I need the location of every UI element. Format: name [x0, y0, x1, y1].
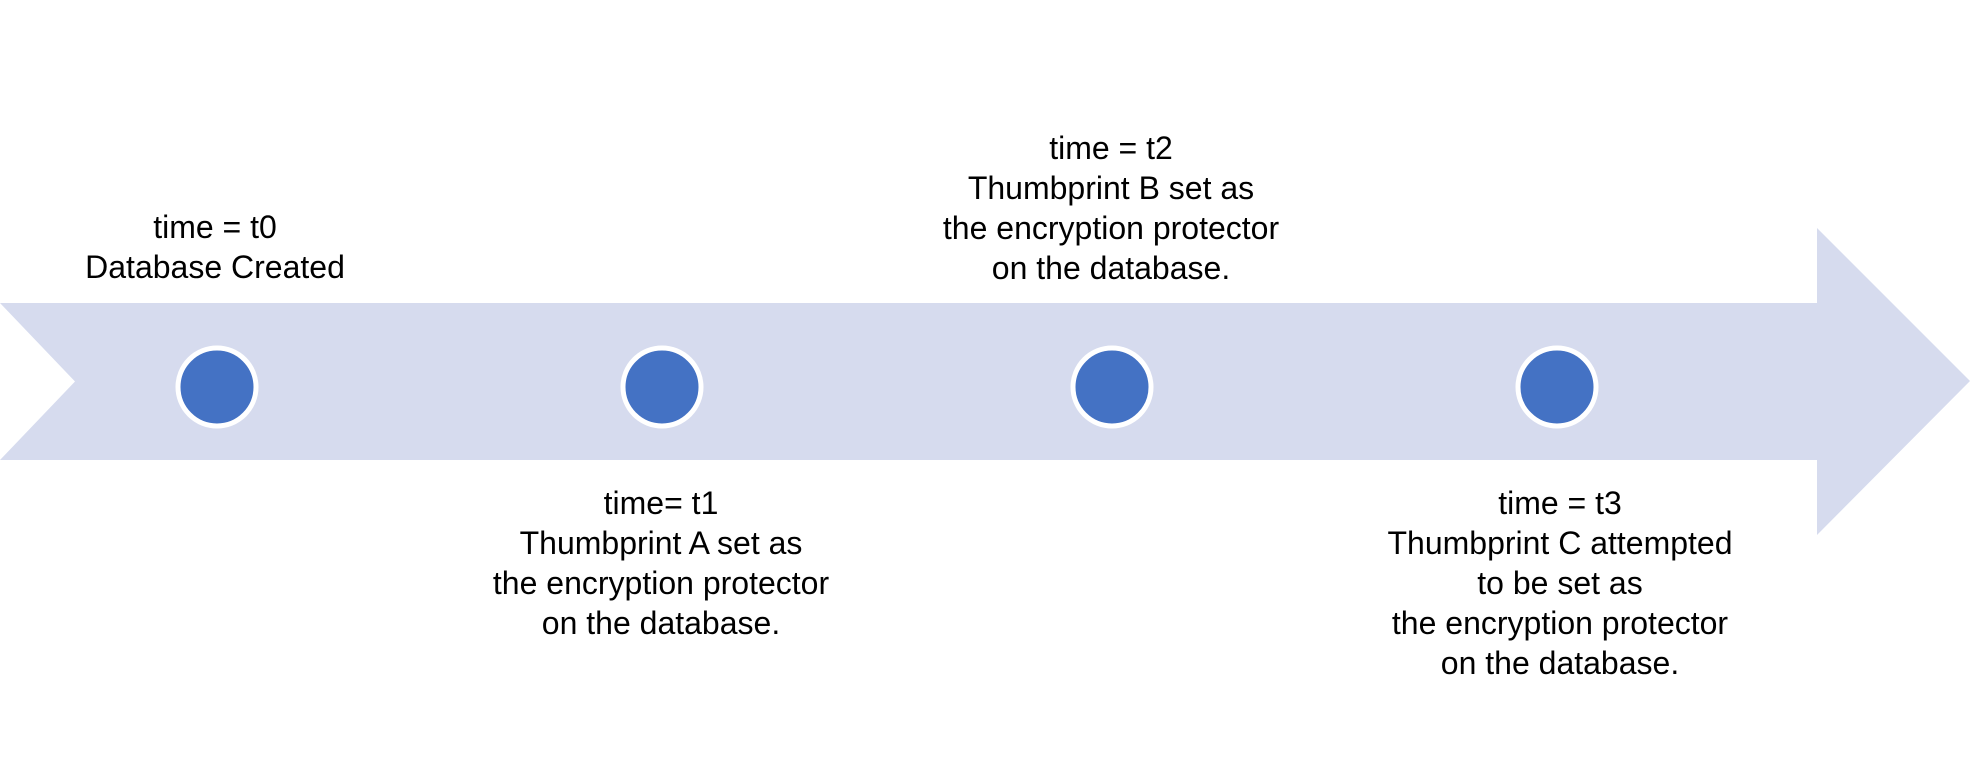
- milestone-dot-t3: [1515, 345, 1599, 429]
- arrow-band-shape: [0, 228, 1970, 535]
- milestone-dot-t2: [1070, 345, 1154, 429]
- label-line: to be set as: [1477, 565, 1643, 601]
- label-line: on the database.: [541, 605, 781, 641]
- milestone-dot-t0: [175, 345, 259, 429]
- label-line: the encryption protector: [1391, 605, 1729, 641]
- milestone-dot-t1: [620, 345, 704, 429]
- label-line: Thumbprint B set as: [967, 170, 1255, 206]
- label-line: Thumbprint C attempted: [1387, 525, 1733, 561]
- label-line: on the database.: [991, 250, 1231, 286]
- milestone-label-t3: time = t3 Thumbprint C attempted to be s…: [1387, 483, 1732, 683]
- label-line: on the database.: [1440, 645, 1680, 681]
- label-line: Database Created: [85, 249, 345, 285]
- label-line: the encryption protector: [492, 565, 830, 601]
- label-line: time= t1: [603, 485, 719, 521]
- label-line: time = t2: [1049, 130, 1173, 166]
- label-line: time = t3: [1498, 485, 1622, 521]
- milestone-label-t1: time= t1 Thumbprint A set as the encrypt…: [493, 483, 829, 643]
- label-line: Thumbprint A set as: [519, 525, 803, 561]
- milestone-label-t2: time = t2 Thumbprint B set as the encryp…: [943, 128, 1279, 288]
- label-line: time = t0: [153, 209, 277, 245]
- milestone-label-t0: time = t0 Database Created: [85, 207, 345, 287]
- label-line: the encryption protector: [942, 210, 1280, 246]
